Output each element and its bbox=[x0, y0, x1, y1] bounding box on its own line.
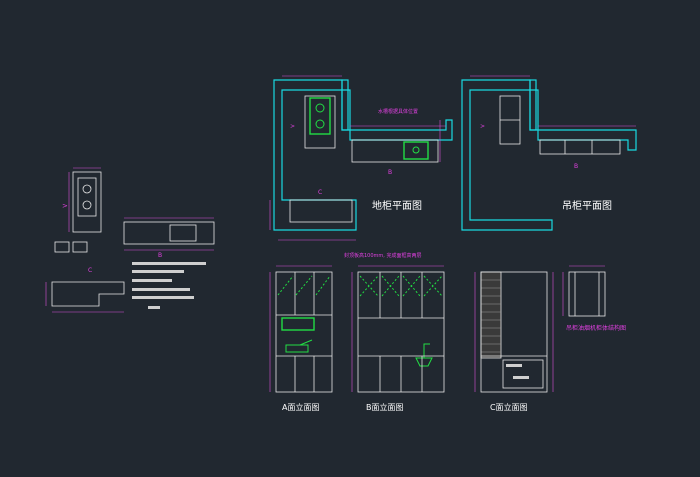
elevation-c-title: C面立面图 bbox=[490, 402, 528, 412]
letter-c-small: C bbox=[88, 267, 92, 274]
sink-plan bbox=[403, 141, 429, 160]
letter-b-small: B bbox=[158, 252, 162, 259]
elevation-b-note: 封顶板高100mm, 完成面框高两层 bbox=[344, 252, 421, 259]
letter-b-wall: B bbox=[574, 163, 578, 170]
elevation-b-title: B面立面图 bbox=[366, 402, 404, 412]
hood-note: 吊柜油烟机柜体结构图 bbox=[566, 324, 626, 332]
wall-cabinet-plan: > B 吊柜平面图 bbox=[461, 75, 637, 231]
letter-b-floor: B bbox=[388, 169, 392, 176]
hood-a bbox=[281, 317, 315, 331]
elevation-b: 封顶板高100mm, 完成面框高两层 B面立面图 bbox=[344, 252, 445, 412]
wall-plan-title: 吊柜平面图 bbox=[562, 199, 612, 212]
hood-cabinet-structure: 吊柜油烟机柜体结构图 bbox=[562, 265, 626, 332]
floor-plan-title: 地柜平面图 bbox=[372, 199, 422, 212]
brick-wall bbox=[480, 271, 502, 359]
elevation-c: C面立面图 bbox=[474, 271, 554, 412]
floor-cabinet-plan: > 水槽根据具体位置 B C 地柜平面图 bbox=[269, 75, 453, 241]
letter-c-floor: C bbox=[318, 189, 322, 196]
sink-note: 水槽根据具体位置 bbox=[378, 108, 418, 115]
svg-text:>: > bbox=[480, 123, 485, 130]
elevation-a: A面立面图 bbox=[269, 265, 333, 412]
small-plan-detail: > B C bbox=[45, 167, 215, 313]
cooktop-plan bbox=[309, 97, 331, 135]
elevation-a-title: A面立面图 bbox=[282, 402, 319, 412]
svg-text:>: > bbox=[290, 123, 295, 130]
svg-text:>: > bbox=[62, 202, 68, 210]
spec-notes bbox=[132, 262, 206, 309]
